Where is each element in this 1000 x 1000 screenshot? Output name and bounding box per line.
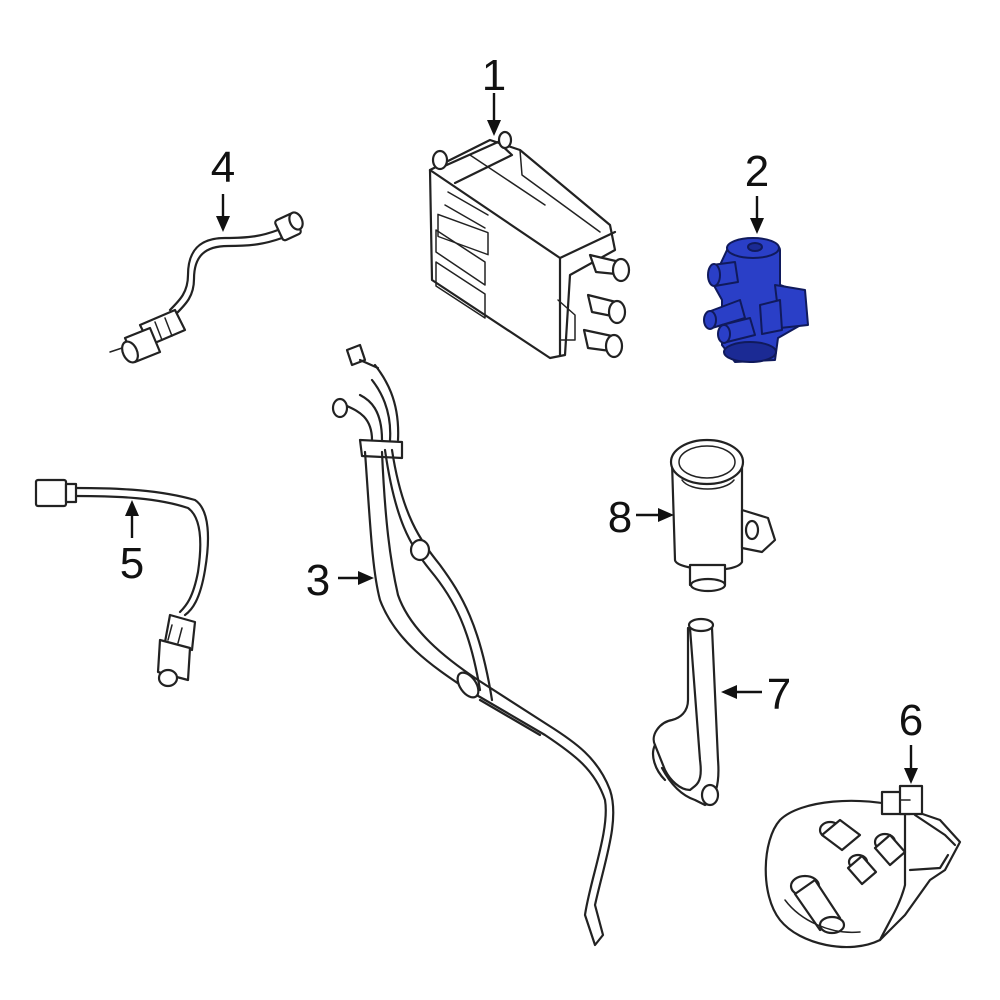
part-2-purge-valve[interactable] [703, 237, 809, 363]
part-3-hose-assembly[interactable] [331, 343, 615, 947]
callout-4: 4 [211, 143, 235, 192]
callout-1: 1 [482, 51, 506, 100]
part-7-hose[interactable] [651, 617, 720, 807]
part-1-canister[interactable] [428, 130, 631, 360]
part-4-oxygen-sensor-upper[interactable] [109, 210, 305, 365]
callout-6: 6 [899, 696, 923, 745]
callout-2: 2 [745, 147, 769, 196]
callout-5: 5 [120, 539, 144, 588]
part-8-filter[interactable] [669, 438, 777, 593]
callout-8: 8 [608, 493, 632, 542]
part-5-oxygen-sensor-lower[interactable] [34, 478, 210, 688]
callout-arrows [125, 93, 918, 784]
callout-3: 3 [306, 556, 330, 605]
part-6-vacuum-valve[interactable] [764, 784, 962, 949]
callout-7: 7 [767, 670, 791, 719]
